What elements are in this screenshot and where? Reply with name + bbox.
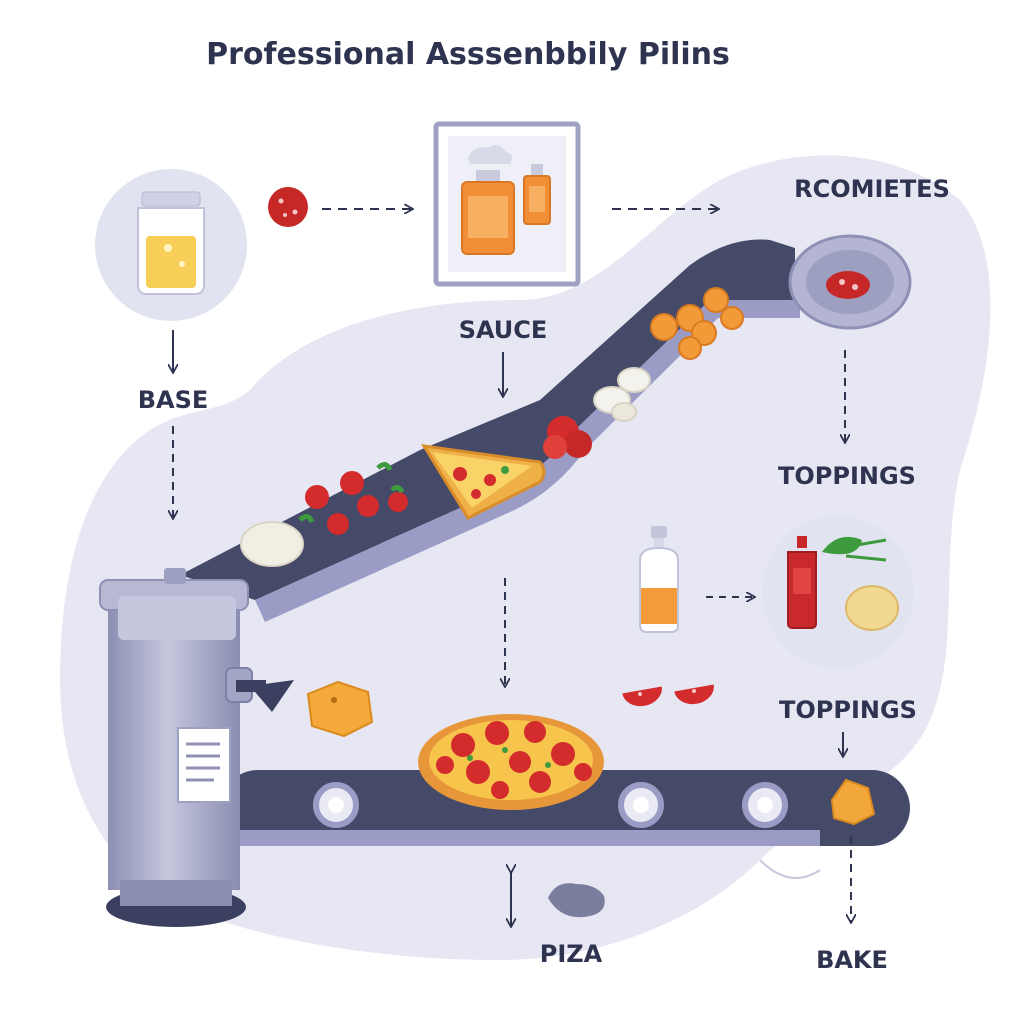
- pepperoni-row: [298, 462, 408, 535]
- pizza-slice: [421, 444, 546, 520]
- label-sauce: SAUCE: [459, 316, 548, 344]
- stone-icon: [548, 883, 605, 918]
- mixer-machine-icon: [99, 568, 294, 927]
- pepperoni-icon: [268, 187, 308, 227]
- background-blob: [60, 155, 991, 960]
- tomato-halves: [622, 684, 714, 707]
- upper-conveyor-belt: [180, 239, 795, 601]
- pepper-pile: [650, 287, 744, 360]
- sauce-bottles-icon: [433, 121, 581, 287]
- label-piza: PIZA: [540, 940, 603, 968]
- label-toppings-1: TOPPINGS: [778, 462, 916, 490]
- cheese-block: [306, 680, 374, 738]
- dough-ball: [240, 521, 304, 567]
- lower-conveyor-belt: [220, 770, 910, 885]
- ingredients-circle-icon: [762, 516, 914, 668]
- oil-bottle-icon: [639, 526, 679, 633]
- tomato-pile: [543, 416, 592, 459]
- label-bake: BAKE: [816, 946, 888, 974]
- label-base: BASE: [138, 386, 209, 414]
- page-title: Professional Asssenbbily Pilins: [206, 37, 730, 72]
- whole-pizza: [418, 714, 604, 810]
- label-toppings-2: TOPPINGS: [779, 696, 917, 724]
- mushroom-pile: [593, 367, 651, 422]
- label-rcomietes: RCOMIETES: [794, 175, 950, 203]
- jar-icon: [95, 169, 247, 321]
- cheese-chunk: [830, 778, 876, 826]
- topping-dispenser-icon: [788, 234, 912, 330]
